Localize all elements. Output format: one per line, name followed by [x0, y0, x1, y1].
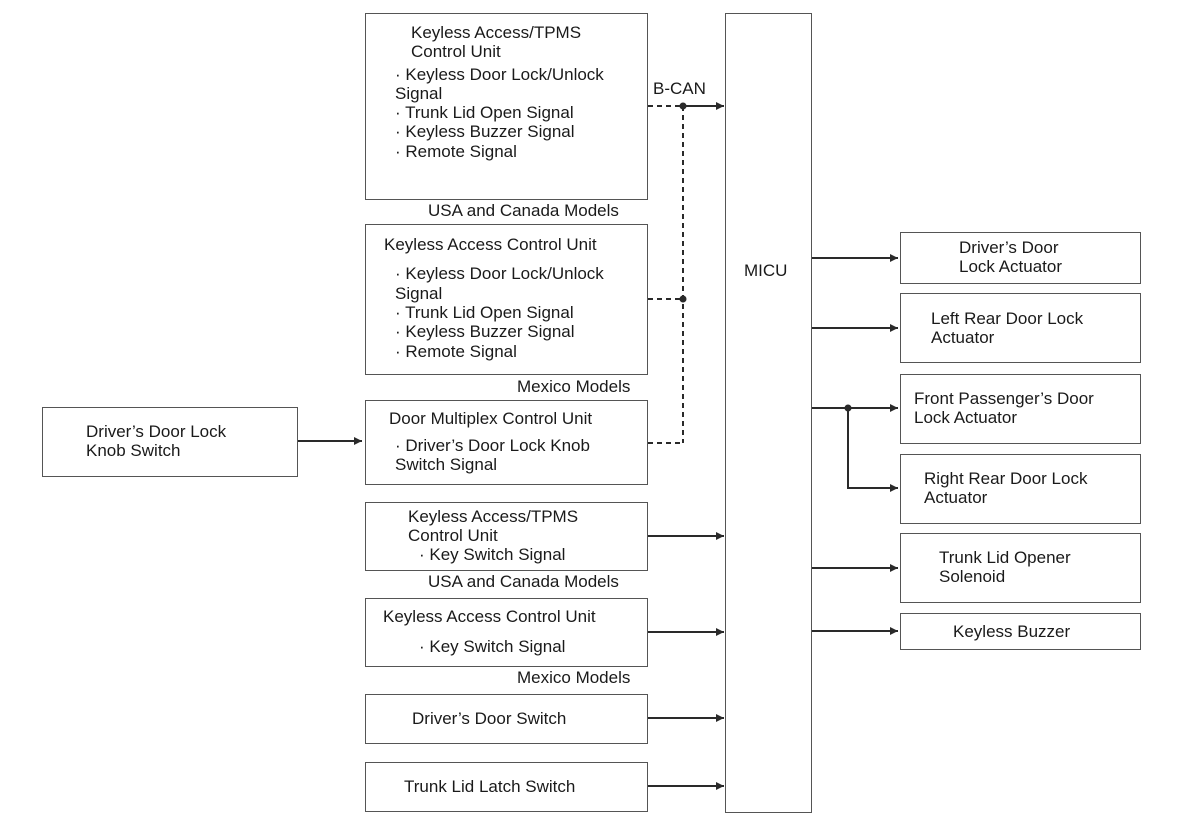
- front-passenger-actuator: Front Passenger’s Door Lock Actuator: [900, 374, 1141, 444]
- door-multiplex-signal-1b: Switch Signal: [395, 455, 498, 474]
- door-switch-label: Driver’s Door Switch: [412, 709, 567, 728]
- right-rear-actuator: Right Rear Door Lock Actuator: [900, 454, 1141, 524]
- tpms-control-unit: Keyless Access/TPMS Control Unit · Keyle…: [365, 13, 648, 200]
- access-unit-signal-3: · Keyless Buzzer Signal: [395, 322, 575, 341]
- trunk-latch-box: Trunk Lid Latch Switch: [365, 762, 648, 812]
- tpms-key-title-2: Control Unit: [408, 526, 498, 545]
- access-unit-title: Keyless Access Control Unit: [384, 235, 597, 254]
- left-rear-actuator-line-2: Actuator: [931, 328, 995, 347]
- tpms-unit-caption: USA and Canada Models: [428, 201, 619, 220]
- trunk-latch-label: Trunk Lid Latch Switch: [404, 777, 576, 796]
- trunk-opener-line-2: Solenoid: [939, 567, 1006, 586]
- door-multiplex-signal-1a: · Driver’s Door Lock Knob: [395, 436, 590, 455]
- access-key-title: Keyless Access Control Unit: [383, 607, 596, 626]
- micu-box: MICU: [725, 13, 812, 813]
- knob-switch-line-1: Driver’s Door Lock: [86, 422, 227, 441]
- tpms-unit-signal-4: · Remote Signal: [395, 142, 517, 161]
- left-rear-actuator-line-1: Left Rear Door Lock: [931, 309, 1084, 328]
- access-unit-signal-2: · Trunk Lid Open Signal: [395, 303, 574, 322]
- tpms-key-caption: USA and Canada Models: [428, 572, 619, 591]
- access-key-caption: Mexico Models: [517, 668, 631, 687]
- tpms-unit-title-2: Control Unit: [411, 42, 501, 61]
- front-passenger-actuator-line-2: Lock Actuator: [914, 408, 1018, 427]
- tpms-unit-signal-1a: · Keyless Door Lock/Unlock: [395, 65, 604, 84]
- tpms-unit-signal-1b: Signal: [395, 84, 443, 103]
- tpms-key-unit: Keyless Access/TPMS Control Unit · Key S…: [365, 502, 648, 571]
- door-multiplex-title: Door Multiplex Control Unit: [389, 409, 593, 428]
- tpms-unit-title-1: Keyless Access/TPMS: [411, 23, 582, 42]
- front-passenger-actuator-line-1: Front Passenger’s Door: [914, 389, 1094, 408]
- out-right-rear-arrow: [847, 408, 898, 492]
- b-can-bus: [648, 105, 684, 444]
- trunk-opener-solenoid: Trunk Lid Opener Solenoid: [900, 533, 1141, 603]
- access-key-signal: · Key Switch Signal: [419, 637, 566, 656]
- junction-dots: [679, 102, 852, 412]
- driver-door-actuator: Driver’s Door Lock Actuator: [900, 232, 1141, 284]
- access-unit-signal-1b: Signal: [395, 284, 443, 303]
- driver-door-actuator-line-2: Lock Actuator: [959, 257, 1063, 276]
- access-key-unit: Keyless Access Control Unit · Key Switch…: [365, 598, 648, 667]
- door-switch-box: Driver’s Door Switch: [365, 694, 648, 744]
- access-unit-signal-1a: · Keyless Door Lock/Unlock: [395, 264, 604, 283]
- access-unit-caption: Mexico Models: [517, 377, 631, 396]
- micu-label: MICU: [744, 261, 788, 280]
- right-rear-actuator-line-2: Actuator: [924, 488, 988, 507]
- keyless-buzzer: Keyless Buzzer: [900, 613, 1141, 650]
- right-rear-actuator-line-1: Right Rear Door Lock: [924, 469, 1088, 488]
- access-control-unit: Keyless Access Control Unit · Keyless Do…: [365, 224, 648, 375]
- b-can-label: B-CAN: [653, 79, 706, 98]
- access-unit-signal-4: · Remote Signal: [395, 342, 517, 361]
- door-multiplex-unit: Door Multiplex Control Unit · Driver’s D…: [365, 400, 648, 485]
- tpms-unit-signal-2: · Trunk Lid Open Signal: [395, 103, 574, 122]
- tpms-key-signal: · Key Switch Signal: [419, 545, 566, 564]
- trunk-opener-line-1: Trunk Lid Opener: [939, 548, 1071, 567]
- keyless-buzzer-label: Keyless Buzzer: [953, 622, 1071, 641]
- tpms-key-title-1: Keyless Access/TPMS: [408, 507, 579, 526]
- driver-door-actuator-line-1: Driver’s Door: [959, 238, 1059, 257]
- left-rear-actuator: Left Rear Door Lock Actuator: [900, 293, 1141, 363]
- tpms-unit-signal-3: · Keyless Buzzer Signal: [395, 122, 575, 141]
- knob-switch-line-2: Knob Switch: [86, 441, 181, 460]
- knob-switch-box: Driver’s Door Lock Knob Switch: [42, 407, 298, 477]
